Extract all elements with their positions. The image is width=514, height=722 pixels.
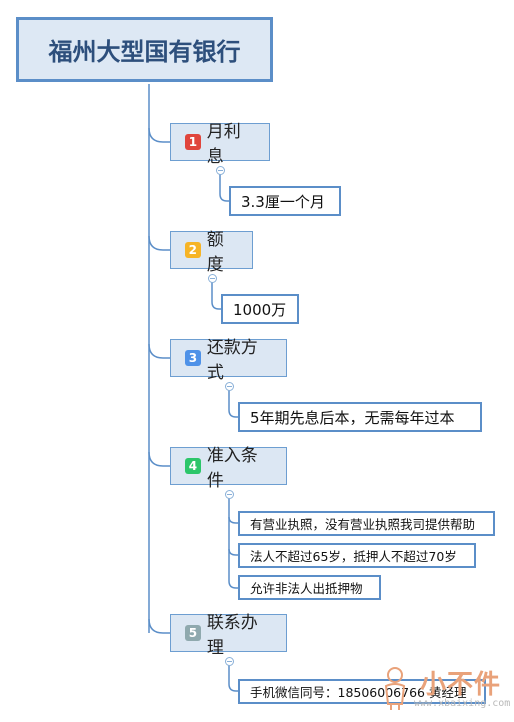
- branch-label: 额度: [206, 230, 224, 275]
- leaf-text: 允许非法人出抵押物: [250, 581, 363, 596]
- priority-5-badge: 5: [185, 625, 201, 641]
- leaf-contact-phone[interactable]: 手机微信同号：18506006766 黄经理: [238, 679, 486, 704]
- watermark-text: 小不件: [420, 670, 502, 700]
- branch-contact[interactable]: 5 联系办理: [170, 613, 287, 658]
- root-topic[interactable]: 福州大型国有银行: [16, 17, 273, 82]
- watermark-url: www.xbaixing.com: [414, 698, 511, 709]
- leaf-repayment-detail[interactable]: 5年期先息后本，无需每年过本: [238, 402, 482, 432]
- priority-4-badge: 4: [185, 458, 201, 474]
- collapse-toggle-icon[interactable]: [225, 490, 234, 499]
- branch-credit-limit[interactable]: 2 额度: [170, 230, 253, 275]
- branch-label: 还款方式: [206, 338, 258, 383]
- collapse-toggle-icon[interactable]: [216, 166, 225, 175]
- leaf-age-limit[interactable]: 法人不超过65岁，抵押人不超过70岁: [238, 543, 476, 568]
- collapse-toggle-icon[interactable]: [225, 657, 234, 666]
- figure-logo-icon: [384, 667, 406, 710]
- site-watermark: 小不件 www.xbaixing.com: [376, 664, 510, 714]
- branch-monthly-interest[interactable]: 1 月利息: [170, 122, 270, 167]
- collapse-toggle-icon[interactable]: [208, 274, 217, 283]
- priority-2-badge: 2: [185, 242, 201, 258]
- leaf-credit-amount[interactable]: 1000万: [221, 294, 299, 324]
- leaf-text: 3.3厘一个月: [241, 192, 325, 211]
- priority-3-badge: 3: [185, 350, 201, 366]
- leaf-text: 法人不超过65岁，抵押人不超过70岁: [250, 549, 457, 564]
- leaf-text: 5年期先息后本，无需每年过本: [250, 408, 455, 427]
- leaf-business-license[interactable]: 有营业执照，没有营业执照我司提供帮助: [238, 511, 495, 536]
- leaf-text: 手机微信同号：18506006766 黄经理: [250, 685, 467, 700]
- leaf-collateral[interactable]: 允许非法人出抵押物: [238, 575, 381, 600]
- leaf-text: 有营业执照，没有营业执照我司提供帮助: [250, 517, 476, 532]
- leaf-text: 1000万: [233, 300, 287, 319]
- branch-label: 准入条件: [206, 446, 258, 491]
- priority-1-badge: 1: [185, 134, 201, 150]
- root-title: 福州大型国有银行: [48, 38, 241, 66]
- leaf-interest-rate[interactable]: 3.3厘一个月: [229, 186, 341, 216]
- branch-label: 联系办理: [206, 613, 258, 658]
- branch-eligibility[interactable]: 4 准入条件: [170, 446, 287, 491]
- collapse-toggle-icon[interactable]: [225, 382, 234, 391]
- branch-label: 月利息: [206, 122, 241, 167]
- branch-repayment-method[interactable]: 3 还款方式: [170, 338, 287, 383]
